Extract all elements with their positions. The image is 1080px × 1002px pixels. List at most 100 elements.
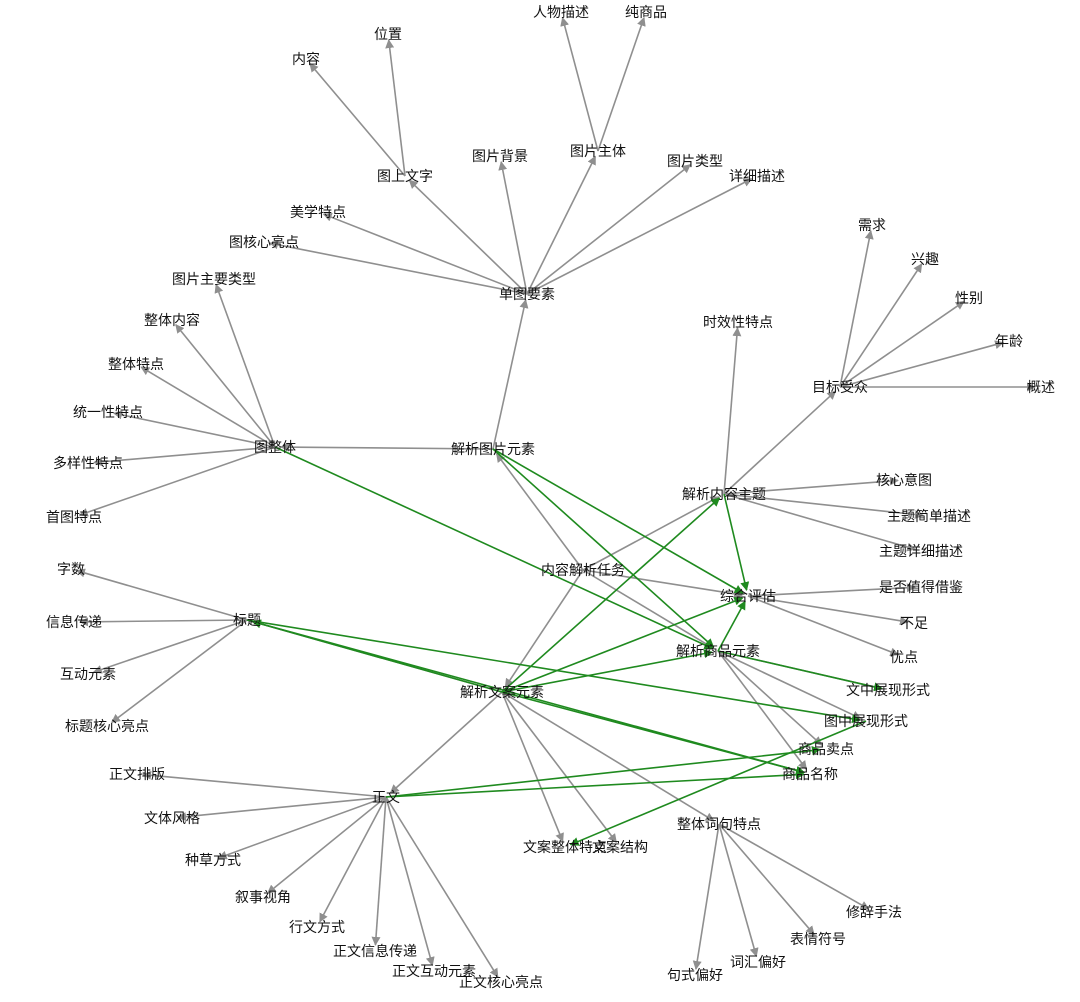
edge-parse-copy-to-copy-whole: [501, 691, 564, 843]
edge-whole-image-to-parse-product: [274, 446, 714, 650]
node-pure-product: 纯商品: [625, 5, 667, 21]
edge-content-task-to-parse-copy: [504, 569, 584, 688]
node-content-task: 内容解析任务: [541, 562, 625, 579]
labels-layer: 内容解析任务解析图片元素解析文案元素解析内容主题解析商品元素综合评估单图要素图整…: [46, 5, 1055, 991]
edge-overall-eval-to-worth: [747, 583, 916, 597]
edge-parse-product-to-product-name: [717, 650, 808, 770]
edge-parse-product-to-selling-point: [717, 650, 823, 746]
node-emoji: 表情符号: [790, 932, 846, 948]
node-whole-content: 整体内容: [144, 312, 200, 329]
edge-parse-theme-to-overall-eval: [723, 493, 750, 592]
edge-parse-copy-to-phrase-feature: [501, 691, 715, 822]
node-core-highlight: 图核心亮点: [229, 234, 299, 251]
edge-content-task-to-parse-product: [582, 569, 714, 649]
node-first-img: 首图特点: [46, 510, 102, 526]
edge-phrase-feature-to-vocab: [718, 823, 759, 958]
node-copy-struct: 文案结构: [592, 839, 648, 856]
node-detail-desc: 详细描述: [729, 169, 785, 185]
edge-parse-copy-to-copy-struct: [501, 691, 618, 843]
node-info-transfer: 信息传递: [46, 614, 102, 631]
edge-parse-copy-to-parse-theme: [501, 497, 721, 693]
edge-parse-theme-to-theme-brief: [723, 493, 924, 519]
node-parse-copy: 解析文案元素: [460, 684, 544, 701]
edge-body-to-product-name: [385, 770, 805, 798]
node-word-count: 字数: [57, 562, 85, 578]
node-core-intent: 核心意图: [876, 472, 932, 489]
node-img-main-type: 图片主要类型: [172, 272, 256, 288]
edge-image-text-to-position: [385, 39, 406, 177]
edge-parse-product-to-image-form: [717, 650, 862, 720]
node-whole-image: 图整体: [254, 440, 296, 456]
edge-body-to-narrative: [266, 796, 387, 894]
node-title: 标题: [233, 613, 261, 629]
node-text-form: 文中展现形式: [846, 683, 930, 699]
node-body-info: 正文信息传递: [333, 943, 417, 960]
edge-body-to-selling-point: [385, 746, 821, 798]
node-phrase-feature: 整体词句特点: [677, 817, 761, 833]
node-image-subject: 图片主体: [570, 144, 626, 160]
edge-parse-theme-to-core-intent: [723, 476, 899, 495]
edge-phrase-feature-to-sentence: [692, 823, 720, 970]
node-theme-detail: 主题详细描述: [879, 544, 963, 560]
node-shortcoming: 不足: [900, 616, 928, 632]
node-seeding: 种草方式: [185, 853, 241, 869]
edge-image-subject-to-pure-product: [597, 16, 646, 152]
edge-whole-image-to-unity: [112, 410, 276, 448]
node-selling-point: 商品卖点: [798, 742, 854, 758]
edge-audience-to-age: [839, 340, 1005, 388]
edge-body-to-seeding: [217, 796, 387, 860]
edge-single-image-to-image-bg: [498, 161, 528, 295]
edge-image-subject-to-person-desc: [560, 16, 599, 152]
node-body: 正文: [372, 790, 400, 806]
edge-parse-copy-to-body: [389, 691, 503, 794]
edge-parse-theme-to-audience: [723, 390, 837, 495]
edges-layer: [75, 16, 1036, 978]
edge-whole-image-to-whole-content: [175, 323, 276, 448]
edge-body-to-body-interactive: [385, 796, 435, 967]
edge-parse-image-to-parse-product: [492, 448, 715, 648]
edge-parse-product-to-overall-eval: [717, 600, 746, 652]
edge-title-to-image-form: [246, 619, 861, 724]
edge-single-image-to-detail-desc: [526, 178, 753, 295]
edge-title-to-title-highlight: [111, 619, 248, 724]
edge-overall-eval-to-shortcoming: [747, 595, 909, 626]
node-need: 需求: [858, 218, 886, 234]
edge-body-to-body-highlight: [385, 796, 499, 978]
edge-parse-image-to-single-image: [492, 298, 529, 450]
node-product-name: 商品名称: [782, 767, 838, 783]
node-parse-product: 解析商品元素: [676, 644, 760, 660]
node-body-layout: 正文排版: [109, 767, 165, 783]
edge-parse-copy-to-parse-product: [501, 649, 713, 693]
node-overall-eval: 综合评估: [720, 589, 776, 605]
node-aesthetic: 美学特点: [290, 205, 346, 221]
edge-single-image-to-aesthetic: [322, 212, 528, 295]
node-image-text: 图上文字: [377, 169, 433, 185]
node-audience: 目标受众: [812, 380, 868, 396]
edge-whole-image-to-diversity: [93, 446, 276, 467]
node-interactive: 互动元素: [60, 667, 116, 683]
node-image-bg: 图片背景: [472, 149, 528, 165]
edge-title-to-product-name: [246, 619, 806, 775]
node-unity: 统一性特点: [73, 405, 143, 421]
edge-single-image-to-image-subject: [526, 155, 597, 295]
node-whole-feature: 整体特点: [108, 357, 164, 373]
edge-audience-to-need: [839, 230, 874, 388]
node-parse-theme: 解析内容主题: [682, 486, 766, 503]
node-narrative: 叙事视角: [235, 889, 291, 906]
edge-parse-copy-to-overall-eval: [501, 596, 744, 693]
edge-body-to-body-layout: [142, 770, 387, 798]
edge-whole-image-to-img-main-type: [214, 283, 276, 448]
edge-phrase-feature-to-emoji: [718, 823, 815, 936]
edge-image-form-to-copy-whole: [569, 720, 867, 846]
node-body-interactive: 正文互动元素: [392, 964, 476, 980]
node-sentence: 句式偏好: [667, 968, 723, 984]
node-copy-whole: 文案整体特点: [523, 839, 607, 856]
node-vocab: 词汇偏好: [730, 955, 786, 971]
node-image-form: 图中展现形式: [824, 714, 908, 730]
node-worth: 是否值得借鉴: [879, 579, 963, 596]
node-body-highlight: 正文核心亮点: [459, 974, 543, 991]
edge-image-text-to-content: [309, 62, 406, 177]
node-content: 内容: [292, 51, 320, 68]
node-single-image: 单图要素: [499, 287, 555, 303]
node-position: 位置: [374, 27, 402, 43]
